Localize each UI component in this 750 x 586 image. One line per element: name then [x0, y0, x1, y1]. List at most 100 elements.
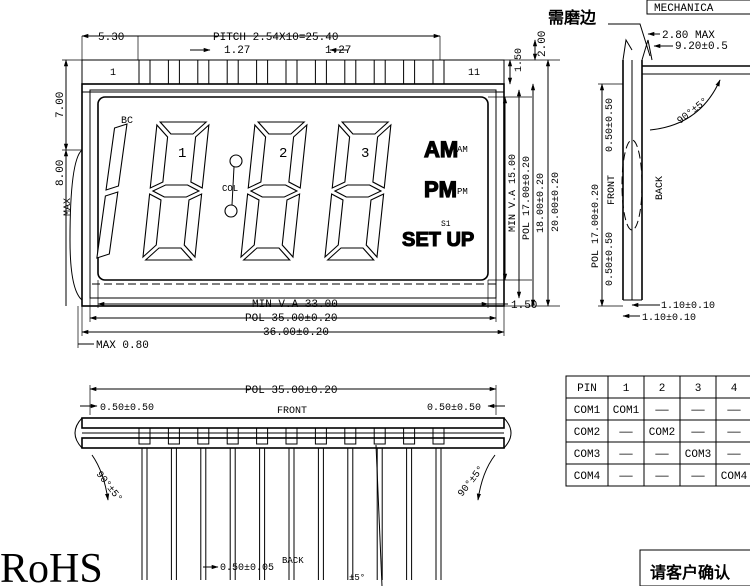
- bottom-small-angle: ±5°: [349, 573, 365, 583]
- lcd-segment: [149, 123, 169, 189]
- viewing-area: [97, 96, 489, 281]
- pitch-dim: PITCH 2.54X10=25.40: [213, 32, 338, 44]
- top-pin: [403, 59, 416, 85]
- top-pin: [344, 59, 357, 85]
- table-cell-text: ——: [618, 427, 633, 439]
- bottom-angle-right: 90°±5°: [456, 464, 488, 500]
- colon-dot-upper: [229, 154, 243, 168]
- side-angle: 90°±5°: [675, 96, 711, 128]
- lcd-segment: [249, 184, 299, 198]
- bottom-pin-foot: [285, 427, 298, 445]
- min-va-h-dim: MIN V.A 15.00: [508, 154, 519, 232]
- table-header-text: 3: [695, 383, 702, 395]
- lcd-segment: [340, 121, 390, 135]
- bottom-back: BACK: [282, 556, 304, 566]
- table-cell-text: ——: [654, 471, 669, 483]
- pin-last-label: 11: [468, 68, 480, 79]
- side-off-bottom: 0.50±0.50: [605, 232, 616, 286]
- top-pin: [138, 59, 151, 85]
- digit1-label: 1: [178, 146, 186, 162]
- top-pin: [373, 59, 386, 85]
- pol-h-dim: POL 17.00±0.20: [522, 156, 533, 240]
- mechanical-label: MECHANICA: [654, 3, 714, 15]
- glass-h2-dim: 20.00±0.20: [551, 172, 562, 232]
- table-cell-text: ——: [726, 405, 741, 417]
- pm-small: PM: [457, 187, 468, 197]
- lcd-segment: [372, 123, 392, 189]
- table-cell-text: ——: [726, 449, 741, 461]
- table-cell-text: COM1: [613, 405, 640, 417]
- lcd-segment: [183, 193, 203, 259]
- setup-label: SET UP: [402, 229, 474, 251]
- am-small: AM: [457, 145, 468, 155]
- table-header-text: 1: [623, 383, 630, 395]
- side-front-label: FRONT: [607, 175, 618, 205]
- chinese-note: 需磨边: [548, 8, 597, 27]
- side-thick1: 1.10±0.10: [661, 301, 715, 312]
- lcd-segment: [324, 193, 344, 259]
- side-pol-dim: POL 17.00±0.20: [591, 184, 602, 268]
- table-header-text: PIN: [577, 383, 597, 395]
- bottom-pin-foot: [167, 427, 180, 445]
- bottom-pin-foot: [226, 427, 239, 445]
- s1-label: S1: [441, 220, 451, 229]
- bottom-pin-foot: [403, 427, 416, 445]
- top-pin: [314, 59, 327, 85]
- table-header-text: 2: [659, 383, 666, 395]
- top-pin: [256, 59, 269, 85]
- height-7-dim: 7.00: [55, 92, 67, 118]
- lcd-segment: [240, 193, 260, 259]
- table-cell-text: COM4: [574, 471, 601, 483]
- table-cell-text: COM3: [574, 449, 600, 461]
- glass-h1-dim: 18.00±0.20: [536, 173, 547, 233]
- table-cell-text: COM2: [574, 427, 600, 439]
- bottom-left-off: 0.50±0.50: [100, 403, 154, 414]
- bottom-glass-bottom: [81, 437, 505, 449]
- side-thick2: 1.10±0.10: [642, 313, 696, 324]
- bottom-pin-thick: 0.50±0.05: [220, 563, 274, 574]
- pm-label: PM: [424, 177, 457, 202]
- pol-w-dim: POL 35.00±0.20: [245, 313, 337, 325]
- bc-label: BC: [121, 116, 133, 127]
- pin-gap-right: 1.27: [325, 45, 351, 57]
- lcd-segment: [281, 193, 301, 259]
- lcd-segment: [256, 121, 306, 135]
- side-max-thick: 2.80 MAX: [662, 30, 715, 42]
- lcd-segment: [158, 121, 208, 135]
- bottom-front: FRONT: [277, 406, 307, 417]
- top-pin: [197, 59, 210, 85]
- table-cell-text: ——: [726, 427, 741, 439]
- table-cell-text: ——: [654, 449, 669, 461]
- table-cell-text: ——: [618, 471, 633, 483]
- pin-gap-left: 1.27: [224, 45, 250, 57]
- side-back-label: BACK: [655, 176, 666, 200]
- colon-dot-lower: [224, 204, 238, 218]
- rohs-label: RoHS: [0, 546, 103, 586]
- bottom-glass-top: [81, 417, 505, 429]
- digit3-label: 3: [361, 146, 369, 162]
- lcd-segment: [247, 123, 267, 189]
- bottom-pin-foot: [314, 427, 327, 445]
- bottom-pins: [138, 427, 445, 580]
- bottom-pin-foot: [432, 427, 445, 445]
- left-offset-dim: 5.30: [98, 32, 124, 44]
- lcd-segment: [242, 247, 291, 261]
- max-label: MAX: [63, 198, 74, 216]
- lcd-segment: [326, 247, 375, 261]
- top-pin: [167, 59, 180, 85]
- top-pin: [226, 59, 239, 85]
- glass-outline: [81, 59, 505, 93]
- bottom-pin-foot: [344, 427, 357, 445]
- am-label: AM: [424, 137, 458, 162]
- pin-first-label: 1: [110, 68, 116, 79]
- top-pin: [432, 59, 445, 85]
- lcd-segment: [333, 184, 383, 198]
- glass-w-dim: 36.00±0.20: [263, 327, 329, 339]
- lcd-segment: [365, 193, 385, 259]
- side-pin-span: 9.20±0.5: [675, 41, 728, 53]
- table-cell-text: ——: [690, 405, 705, 417]
- top-pin: [285, 59, 298, 85]
- max-thick-dim: MAX 0.80: [96, 340, 149, 352]
- table-cell-text: COM4: [721, 471, 748, 483]
- top-gap-dim: 2.00: [537, 31, 549, 57]
